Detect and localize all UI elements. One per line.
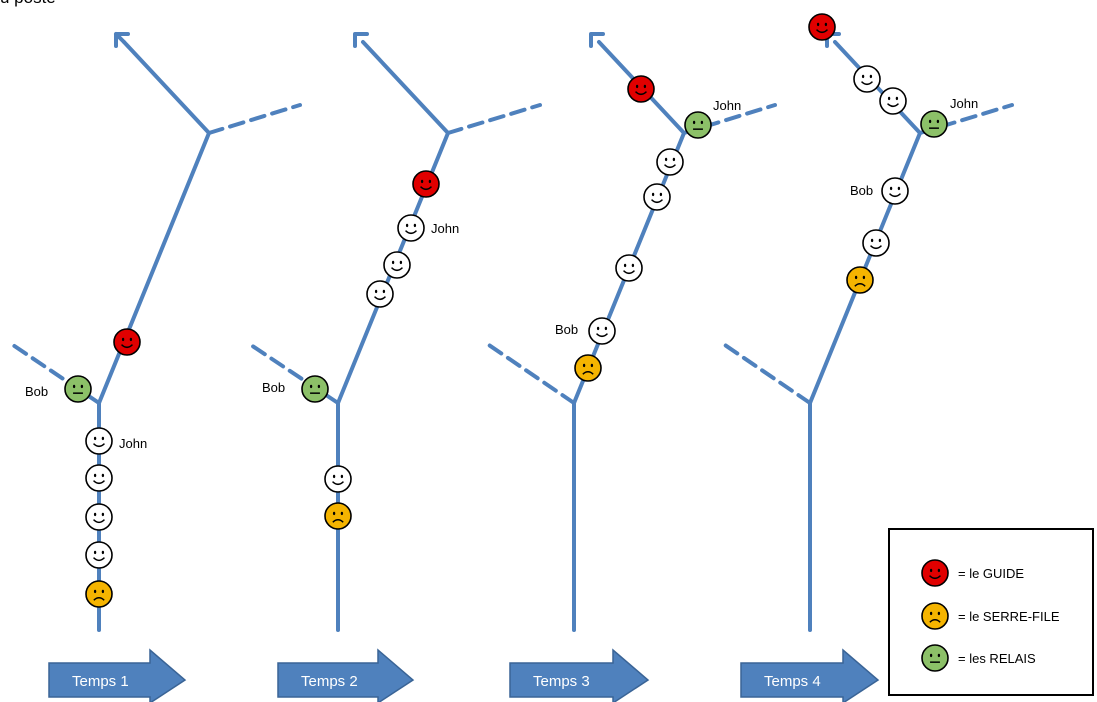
relais-smiley-icon: [921, 644, 949, 672]
serre-file-smiley-icon: [324, 502, 352, 530]
walker-smiley-icon: [85, 503, 113, 531]
legend-relais-label: = les RELAIS: [958, 650, 1036, 666]
walker-smiley-icon: [862, 229, 890, 257]
serre-file-smiley-icon: [921, 602, 949, 630]
trail-2: [246, 32, 542, 632]
trail-1: [8, 32, 302, 632]
walker-smiley-icon: [366, 280, 394, 308]
walker-smiley-icon: [85, 541, 113, 569]
relais-smiley-icon: [301, 375, 329, 403]
john-label-4: John: [950, 96, 978, 111]
time-arrow-label-4: Temps 4: [764, 673, 821, 690]
walker-smiley-icon: [853, 65, 881, 93]
walker-smiley-icon: [643, 183, 671, 211]
legend-serre-file-label: = le SERRE-FILE: [958, 608, 1060, 624]
time-arrow-4: Temps 4: [740, 648, 880, 702]
bob-label-2: Bob: [262, 380, 285, 395]
guide-smiley-icon: [412, 170, 440, 198]
walker-smiley-icon: [881, 177, 909, 205]
john-label-2: John: [431, 221, 459, 236]
time-arrow-3: Temps 3: [509, 648, 650, 702]
walker-smiley-icon: [324, 465, 352, 493]
guide-smiley-icon-face: [921, 559, 949, 587]
cropped-header-text: u poste: [0, 0, 56, 8]
bob-label-3: Bob: [555, 322, 578, 337]
time-arrow-label-3: Temps 3: [533, 673, 590, 690]
relais-smiley-icon: [920, 110, 948, 138]
time-arrow-2: Temps 2: [277, 648, 415, 702]
bob-label-4: Bob: [850, 183, 873, 198]
guide-smiley-icon: [627, 75, 655, 103]
john-label-3: John: [713, 98, 741, 113]
walker-smiley-icon: [383, 251, 411, 279]
walker-smiley-icon: [656, 148, 684, 176]
guide-smiley-icon: [808, 13, 836, 41]
trail-3: [484, 32, 777, 632]
legend-guide-label: = le GUIDE: [958, 565, 1025, 581]
relais-smiley-icon: [684, 111, 712, 139]
guide-smiley-icon: [113, 328, 141, 356]
walker-smiley-icon: [397, 214, 425, 242]
time-arrow-1: Temps 1: [48, 648, 187, 702]
john-label-1: John: [119, 436, 147, 451]
time-arrow-label-2: Temps 2: [301, 673, 358, 690]
walker-smiley-icon: [85, 464, 113, 492]
legend-item-serre-file: = le SERRE-FILE: [920, 601, 1060, 631]
panel-temps-3: [484, 32, 777, 632]
walker-smiley-icon: [85, 427, 113, 455]
serre-file-smiley-icon: [846, 266, 874, 294]
walker-smiley-icon: [588, 317, 616, 345]
bob-label-1: Bob: [25, 384, 48, 399]
legend-box: = le GUIDE = le SERRE-FILE = les RELAIS: [888, 528, 1094, 696]
walker-smiley-icon: [615, 254, 643, 282]
legend-item-guide: = le GUIDE: [920, 558, 1024, 588]
panel-temps-2: [246, 32, 542, 632]
time-arrow-label-1: Temps 1: [72, 673, 129, 690]
serre-file-smiley-icon: [574, 354, 602, 382]
legend-item-relais: = les RELAIS: [920, 643, 1036, 673]
serre-file-smiley-icon-face: [921, 602, 949, 630]
panel-temps-1: [8, 32, 302, 632]
guide-smiley-icon: [921, 559, 949, 587]
relais-smiley-icon-face: [921, 644, 949, 672]
walker-smiley-icon: [879, 87, 907, 115]
serre-file-smiley-icon: [85, 580, 113, 608]
relais-smiley-icon: [64, 375, 92, 403]
participants: [64, 13, 948, 608]
